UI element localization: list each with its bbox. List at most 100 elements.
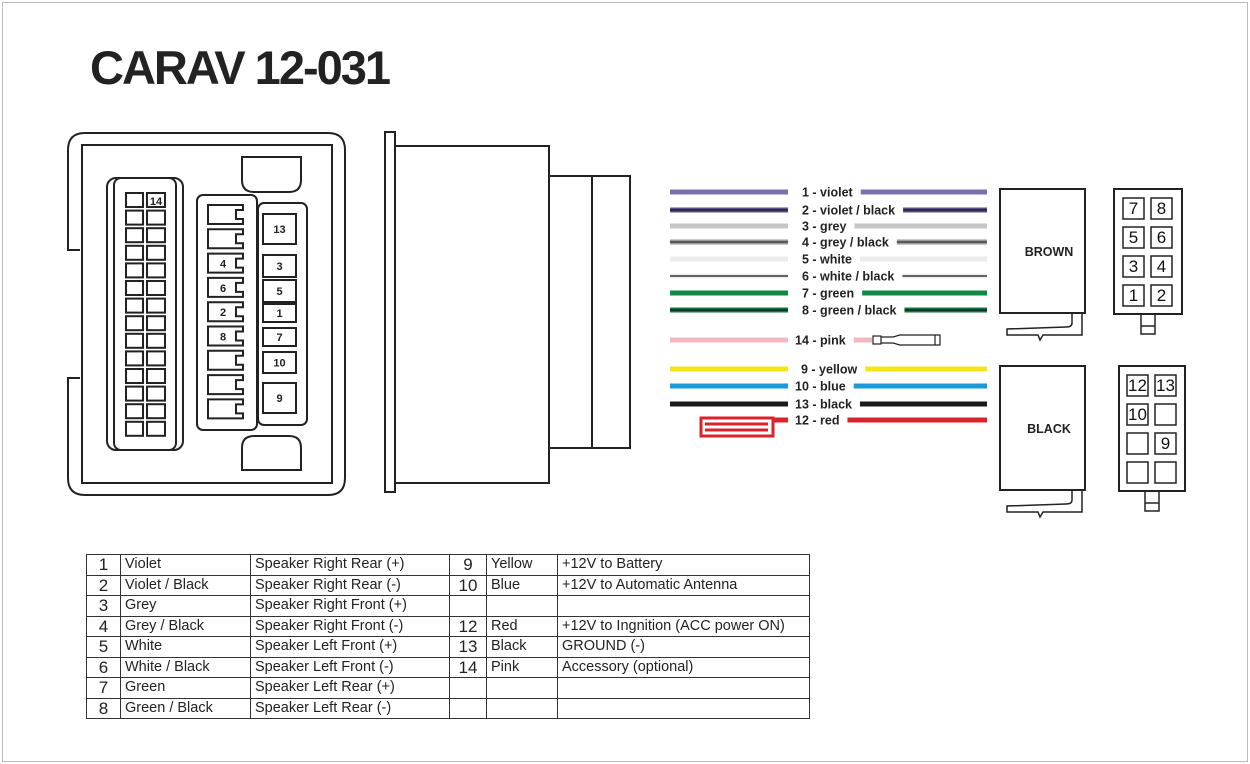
pin-slot bbox=[125, 403, 144, 420]
pin-slot bbox=[262, 303, 297, 323]
iso-pin bbox=[1126, 403, 1149, 426]
pin-slot bbox=[146, 350, 166, 367]
pin-label: 7 bbox=[276, 332, 282, 344]
pin-label: 4 bbox=[220, 259, 227, 271]
wire-label: 4 - grey / black bbox=[802, 236, 889, 250]
pin-slot bbox=[262, 327, 297, 347]
iso-pin-label: 8 bbox=[1157, 199, 1166, 218]
pin-slot bbox=[146, 368, 166, 384]
pin-number bbox=[449, 697, 487, 719]
iso-pin-label: 13 bbox=[1156, 376, 1175, 395]
wire-color: Violet / Black bbox=[120, 574, 251, 596]
iso-pin-label: 12 bbox=[1128, 376, 1147, 395]
pin-slot bbox=[146, 227, 166, 244]
pin-number: 4 bbox=[86, 615, 121, 637]
wire-label: 14 - pink bbox=[795, 334, 846, 348]
pin-slot bbox=[125, 244, 144, 261]
wire-color: Red bbox=[486, 615, 558, 637]
wire-label: 3 - grey bbox=[802, 220, 847, 234]
iso-pin-label: 10 bbox=[1128, 405, 1147, 424]
wire-color: Violet bbox=[120, 554, 251, 576]
pin-slot bbox=[125, 262, 144, 279]
wire-label: 6 - white / black bbox=[802, 270, 894, 284]
wire-color: Grey / Black bbox=[120, 615, 251, 637]
pin-number: 14 bbox=[449, 656, 487, 678]
function: Speaker Right Rear (+) bbox=[250, 554, 450, 576]
wire-color: White bbox=[120, 636, 251, 658]
pink-terminal-icon bbox=[872, 334, 941, 346]
pin-slot bbox=[207, 276, 244, 298]
pin-slot bbox=[262, 382, 297, 414]
iso-pin-label: 4 bbox=[1157, 257, 1166, 276]
pin-slot bbox=[125, 227, 144, 244]
wire-grey: 3 - grey bbox=[670, 220, 987, 234]
pin-number: 6 bbox=[86, 656, 121, 678]
pin-slot bbox=[125, 420, 144, 437]
pin-number: 3 bbox=[86, 595, 121, 617]
function: Speaker Right Front (+) bbox=[250, 595, 450, 617]
function: Speaker Left Front (+) bbox=[250, 636, 450, 658]
wire-label: 1 - violet bbox=[802, 186, 854, 200]
pin-label-14: 14 bbox=[150, 196, 163, 208]
pin-slot bbox=[125, 280, 144, 296]
wire-label: 7 - green bbox=[802, 287, 854, 301]
pin-slot bbox=[146, 332, 166, 349]
pin-slot bbox=[146, 315, 166, 332]
pin-slot bbox=[125, 385, 144, 402]
pin-label: 3 bbox=[276, 261, 282, 273]
wire-label: 2 - violet / black bbox=[802, 204, 895, 218]
function: Speaker Left Rear (-) bbox=[250, 697, 450, 719]
iso-pin-label: 7 bbox=[1129, 199, 1138, 218]
wire-color bbox=[486, 697, 558, 719]
connector-name: BROWN bbox=[1025, 245, 1074, 259]
pin-slot bbox=[146, 209, 166, 226]
iso-pin-label: 5 bbox=[1129, 228, 1138, 247]
iso-pin bbox=[1126, 432, 1149, 455]
pin-slot bbox=[146, 192, 166, 208]
pin-slot bbox=[125, 209, 144, 226]
iso-pin bbox=[1154, 432, 1177, 455]
wire-red: 12 - red bbox=[773, 414, 987, 428]
pin-slot bbox=[262, 213, 297, 245]
pin-label: 1 bbox=[276, 308, 282, 320]
pin-slot bbox=[146, 244, 166, 261]
pin-label: 9 bbox=[276, 393, 282, 405]
pin-slot bbox=[207, 228, 244, 250]
pin-slot bbox=[146, 420, 166, 437]
pin-slot bbox=[125, 368, 144, 384]
pin-label: 5 bbox=[276, 286, 282, 298]
wire-color: Blue bbox=[486, 574, 558, 596]
pin-label: 8 bbox=[220, 332, 226, 344]
iso-pin bbox=[1122, 284, 1145, 307]
iso-pin-label: 3 bbox=[1129, 257, 1138, 276]
wire-green: 7 - green bbox=[670, 287, 987, 301]
wire-color bbox=[486, 677, 558, 699]
pin-slot bbox=[207, 374, 244, 396]
pin-slot bbox=[207, 252, 244, 274]
wire-black: 13 - black bbox=[670, 398, 987, 412]
wire-color bbox=[486, 595, 558, 617]
pin-slot bbox=[207, 204, 244, 225]
function bbox=[557, 677, 810, 699]
iso-pin-label: 9 bbox=[1161, 434, 1170, 453]
pin-number: 7 bbox=[86, 677, 121, 699]
wire-grey-black: 4 - grey / black bbox=[670, 236, 987, 250]
pin-slot bbox=[207, 325, 244, 347]
wire-pink: 14 - pink bbox=[670, 334, 872, 348]
pin-number: 9 bbox=[449, 554, 487, 576]
wire-label: 12 - red bbox=[795, 414, 839, 428]
iso-pin bbox=[1122, 255, 1145, 278]
wire-color: White / Black bbox=[120, 656, 251, 678]
wire-color: Green / Black bbox=[120, 697, 251, 719]
head-unit-connector-side bbox=[384, 131, 631, 493]
iso-pin bbox=[1154, 461, 1177, 484]
pin-number: 5 bbox=[86, 636, 121, 658]
